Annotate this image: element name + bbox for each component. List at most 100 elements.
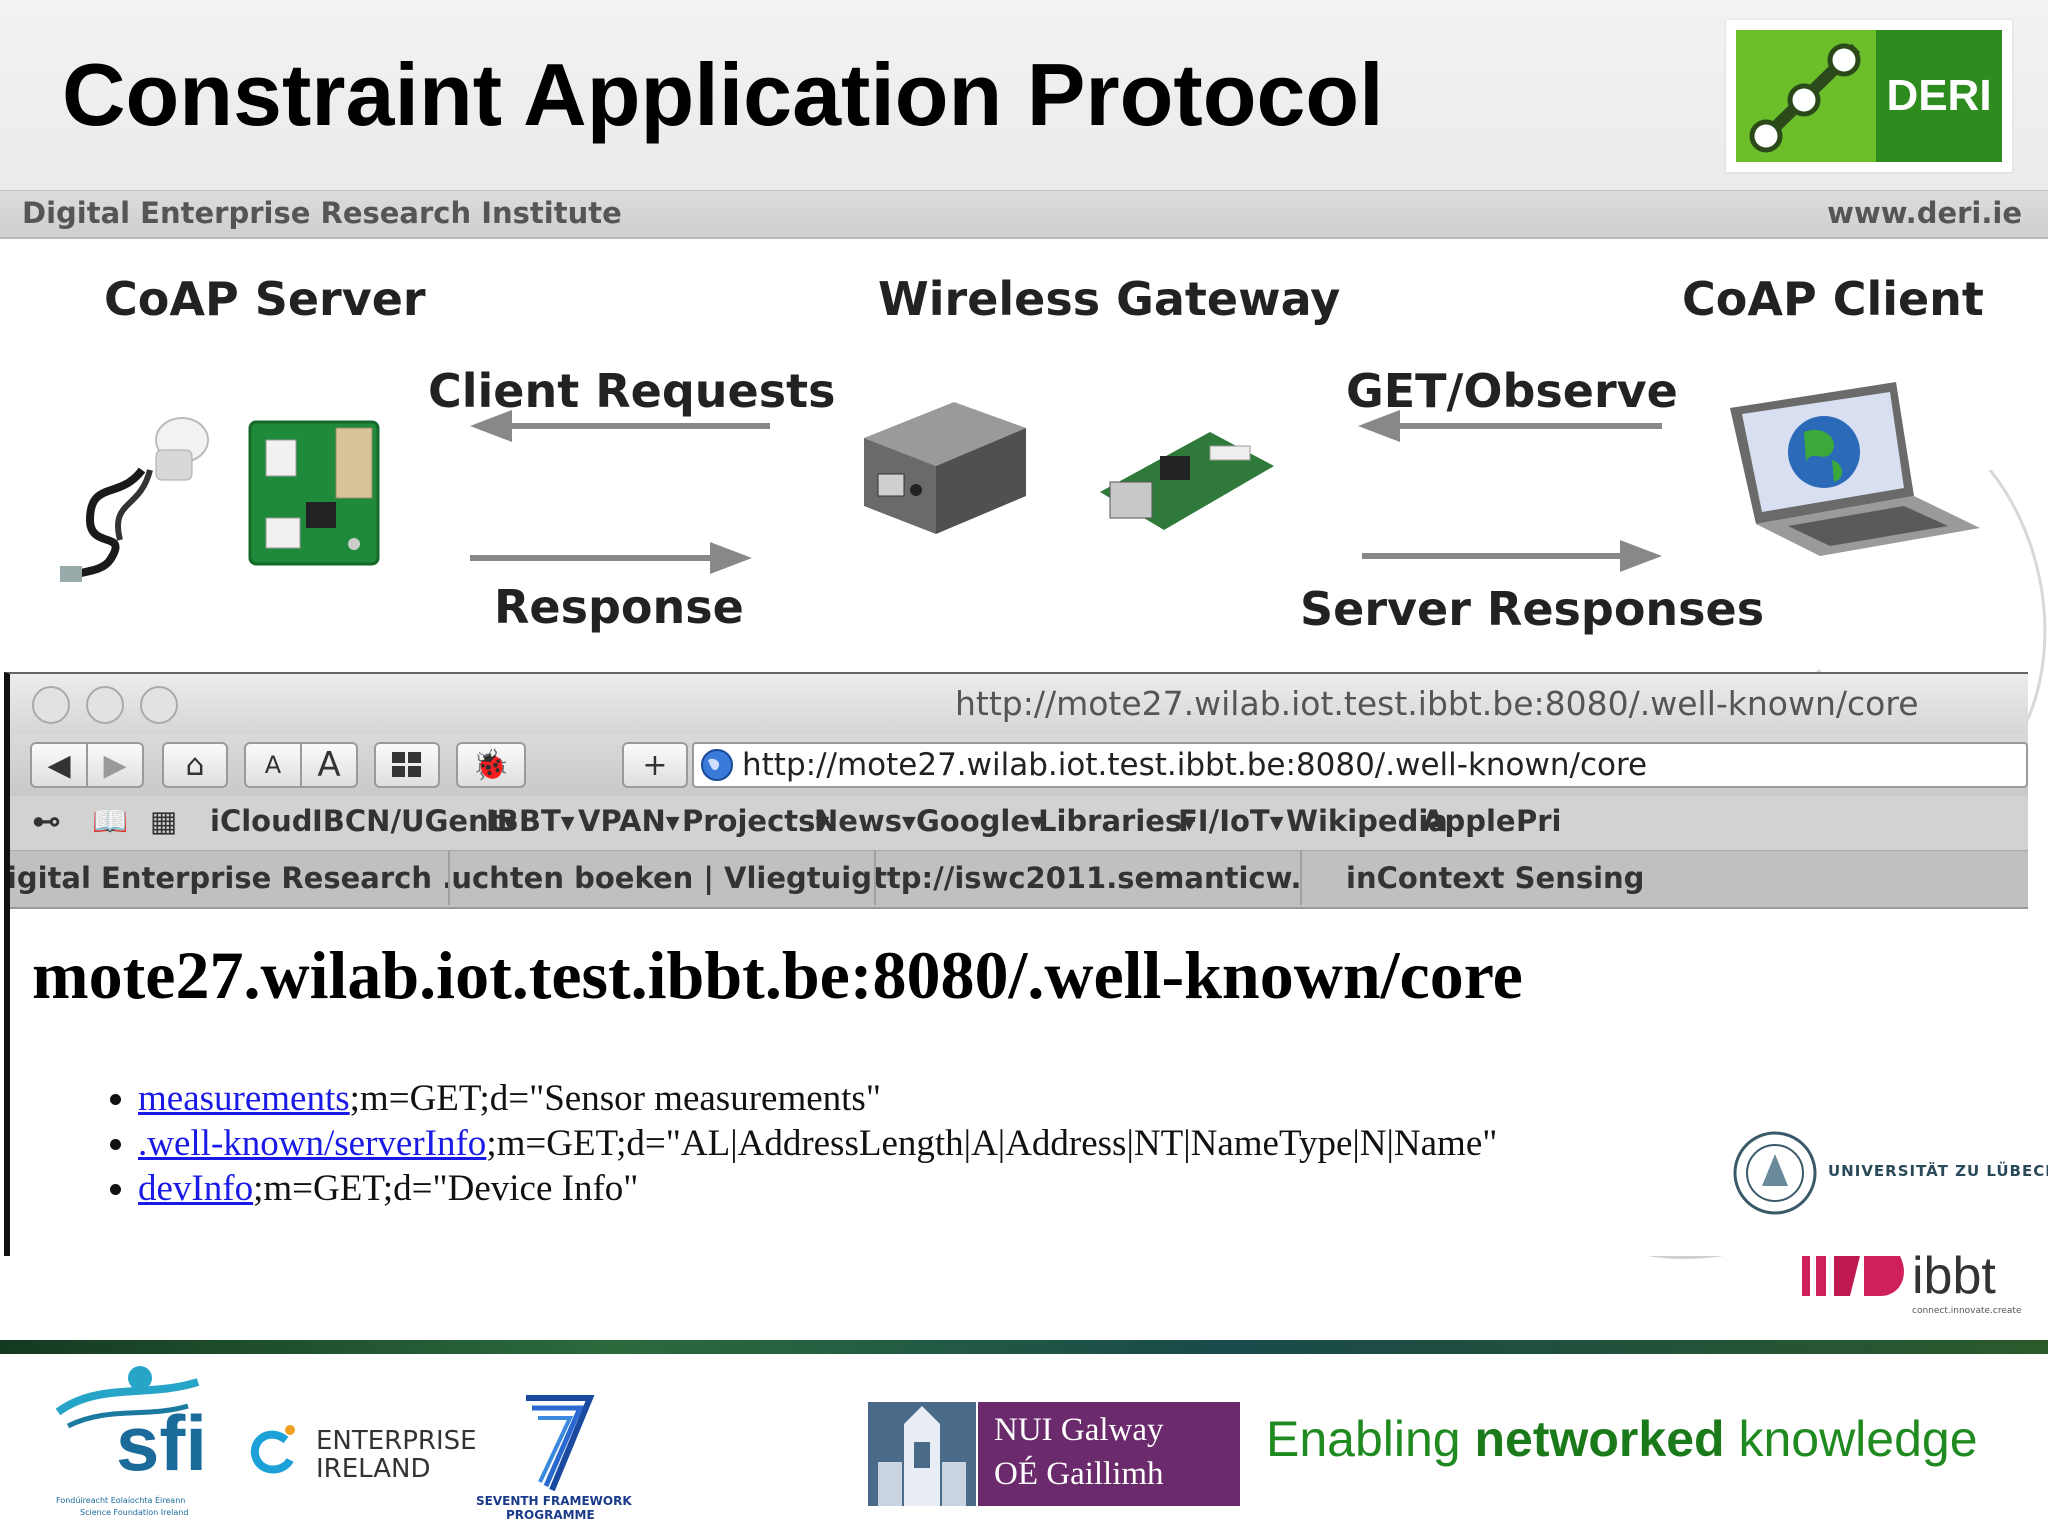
text-smaller-icon: A [264, 751, 282, 779]
plus-icon: + [642, 747, 668, 783]
text-bigger-icon: A [317, 745, 341, 785]
minimize-window-button[interactable] [86, 686, 124, 724]
luebeck-seal-icon [1733, 1131, 1817, 1215]
sfi-logo: sfi Fondúireacht Eolaíochta Éireann Scie… [48, 1362, 218, 1522]
tab-deri[interactable]: Digital Enterprise Research ... [10, 851, 450, 905]
resource-list: measurements;m=GET;d="Sensor measurement… [90, 1076, 1497, 1211]
bookmark-ibbt[interactable]: IBBT▼ [486, 804, 575, 838]
bookmark-overflow[interactable]: Pri [1516, 804, 1562, 838]
bookmark-news[interactable]: News▼ [814, 804, 916, 838]
tab-bar: Digital Enterprise Research ... Vluchten… [10, 851, 2028, 909]
server-info-link[interactable]: .well-known/serverInfo [138, 1123, 487, 1164]
bookmark-google[interactable]: Google▼ [916, 804, 1044, 838]
nui-galway-text: NUI Galway [994, 1412, 1164, 1448]
luebeck-text: UNIVERSITÄT ZU LÜBECK [1828, 1162, 2048, 1180]
response-label: Response [494, 580, 744, 634]
oe-gaillimh-text: OÉ Gaillimh [994, 1456, 1164, 1492]
bookmark-apple[interactable]: Apple [1422, 804, 1516, 838]
sfi-irish-name: Fondúireacht Eolaíochta Éireann [56, 1496, 186, 1505]
deri-logo-text: DERI [1886, 71, 1991, 120]
bookmark-fi-iot[interactable]: FI/IoT▼ [1178, 804, 1284, 838]
diagram-arrows [470, 410, 1662, 574]
bookmark-projects-label: Projects [682, 804, 816, 838]
tab-incontext-sensing[interactable]: inContext Sensing [1346, 861, 1645, 895]
sfi-text: sfi [116, 1399, 208, 1487]
tab-iswc2011[interactable]: http://iswc2011.semanticw... [876, 851, 1302, 905]
get-observe-label: GET/Observe [1346, 364, 1678, 418]
url-field[interactable]: http://mote27.wilab.iot.test.ibbt.be:808… [692, 742, 2028, 788]
report-bug-button[interactable]: 🐞 [456, 742, 526, 788]
slide-header [0, 0, 2048, 190]
bookmark-projects[interactable]: Projects▼ [682, 804, 829, 838]
sensor-image [60, 417, 209, 582]
bookmark-libraries[interactable]: Libraries▼ [1038, 804, 1196, 838]
chevron-down-icon: ▼ [902, 812, 916, 834]
home-button[interactable]: ⌂ [162, 742, 228, 788]
bookmark-libraries-label: Libraries [1038, 804, 1183, 838]
forward-arrow-icon: ▶ [103, 747, 127, 783]
resource-attributes: ;m=GET;d="Device Info" [253, 1168, 639, 1209]
enterprise-text: ENTERPRISE [316, 1426, 477, 1456]
browser-window: http://mote27.wilab.iot.test.ibbt.be:808… [4, 672, 2028, 1256]
chevron-down-icon: ▼ [502, 812, 517, 834]
footer-tagline: Enabling networked knowledge [1266, 1410, 1978, 1468]
bookmark-wikipedia[interactable]: Wikipedia [1286, 804, 1448, 838]
fp7-seven-icon [526, 1395, 595, 1492]
arrow-server-responses-head [1620, 540, 1662, 572]
reading-list-icon[interactable]: ⊷ [32, 804, 61, 838]
fp7-logo: SEVENTH FRAMEWORK PROGRAMME [472, 1392, 632, 1524]
ireland-text: IRELAND [316, 1454, 431, 1484]
add-bookmark-button[interactable]: + [622, 742, 688, 788]
ibbt-mark-icon [1802, 1256, 1904, 1296]
tower-icon [868, 1402, 976, 1506]
bookmark-google-label: Google [916, 804, 1031, 838]
client-requests-label: Client Requests [428, 364, 836, 418]
coap-client-label: CoAP Client [1682, 272, 1984, 326]
chevron-down-icon: ▼ [1030, 812, 1044, 834]
close-window-button[interactable] [32, 686, 70, 724]
sensor-board-image [248, 420, 380, 566]
fp7-text-line2: PROGRAMME [506, 1508, 595, 1522]
bookmark-ibcn-ugent[interactable]: IBCN/UGent▼ [312, 804, 516, 838]
bookmark-vpan[interactable]: VPAN▼ [578, 804, 680, 838]
wireless-gateway-label: Wireless Gateway [878, 272, 1341, 326]
chevron-down-icon: ▼ [1269, 812, 1284, 834]
fp7-text-line1: SEVENTH FRAMEWORK [476, 1494, 632, 1508]
ibbt-text: ibbt [1912, 1247, 1996, 1305]
bookmark-icloud[interactable]: iCloud [210, 804, 313, 838]
nui-galway-building-icon [868, 1402, 976, 1506]
ibbt-tagline: connect.innovate.create [1912, 1306, 2022, 1316]
home-icon: ⌂ [185, 747, 205, 783]
dev-info-link[interactable]: devInfo [138, 1168, 254, 1209]
url-text: http://mote27.wilab.iot.test.ibbt.be:808… [742, 747, 1648, 783]
chevron-down-icon: ▼ [815, 812, 830, 834]
bookmarks-bar: ⊷ 📖 ▦ iCloud IBCN/UGent▼ IBBT▼ VPAN▼ Pro… [10, 796, 2028, 851]
top-sites-grid-icon[interactable]: ▦ [150, 804, 177, 838]
deri-logo-graphic: DERI [1736, 30, 2002, 162]
list-item: .well-known/serverInfo;m=GET;d="AL|Addre… [138, 1121, 1497, 1166]
chevron-down-icon: ▼ [560, 812, 575, 834]
laptop-image [1730, 382, 1980, 556]
resource-attributes: ;m=GET;d="Sensor measurements" [349, 1078, 881, 1119]
tagline-start: Enabling [1266, 1411, 1475, 1467]
subheader-bar [0, 190, 2048, 239]
nui-galway-panel: NUI Galway OÉ Gaillimh [978, 1402, 1240, 1506]
bookmarks-book-icon[interactable]: 📖 [92, 804, 129, 838]
footer-divider [0, 1340, 2048, 1354]
list-item: measurements;m=GET;d="Sensor measurement… [138, 1076, 1497, 1121]
measurements-link[interactable]: measurements [138, 1078, 350, 1119]
tab-vluchten[interactable]: Vluchten boeken | Vliegtuig... [450, 851, 876, 905]
server-responses-label: Server Responses [1300, 582, 1765, 636]
smaller-text-button[interactable]: A [244, 742, 302, 788]
sfi-english-name: Science Foundation Ireland [80, 1508, 189, 1517]
zoom-window-button[interactable] [140, 686, 178, 724]
resource-attributes: ;m=GET;d="AL|AddressLength|A|Address|NT|… [486, 1123, 1498, 1164]
top-sites-button[interactable] [374, 742, 440, 788]
forward-button[interactable]: ▶ [86, 742, 144, 788]
back-button[interactable]: ◀ [30, 742, 88, 788]
bigger-text-button[interactable]: A [300, 742, 358, 788]
arrow-client-requests-head [470, 410, 512, 442]
window-title: http://mote27.wilab.iot.test.ibbt.be:808… [955, 684, 1919, 723]
arrow-get-observe-head [1358, 410, 1400, 442]
tagline-emphasis: networked [1474, 1411, 1725, 1467]
